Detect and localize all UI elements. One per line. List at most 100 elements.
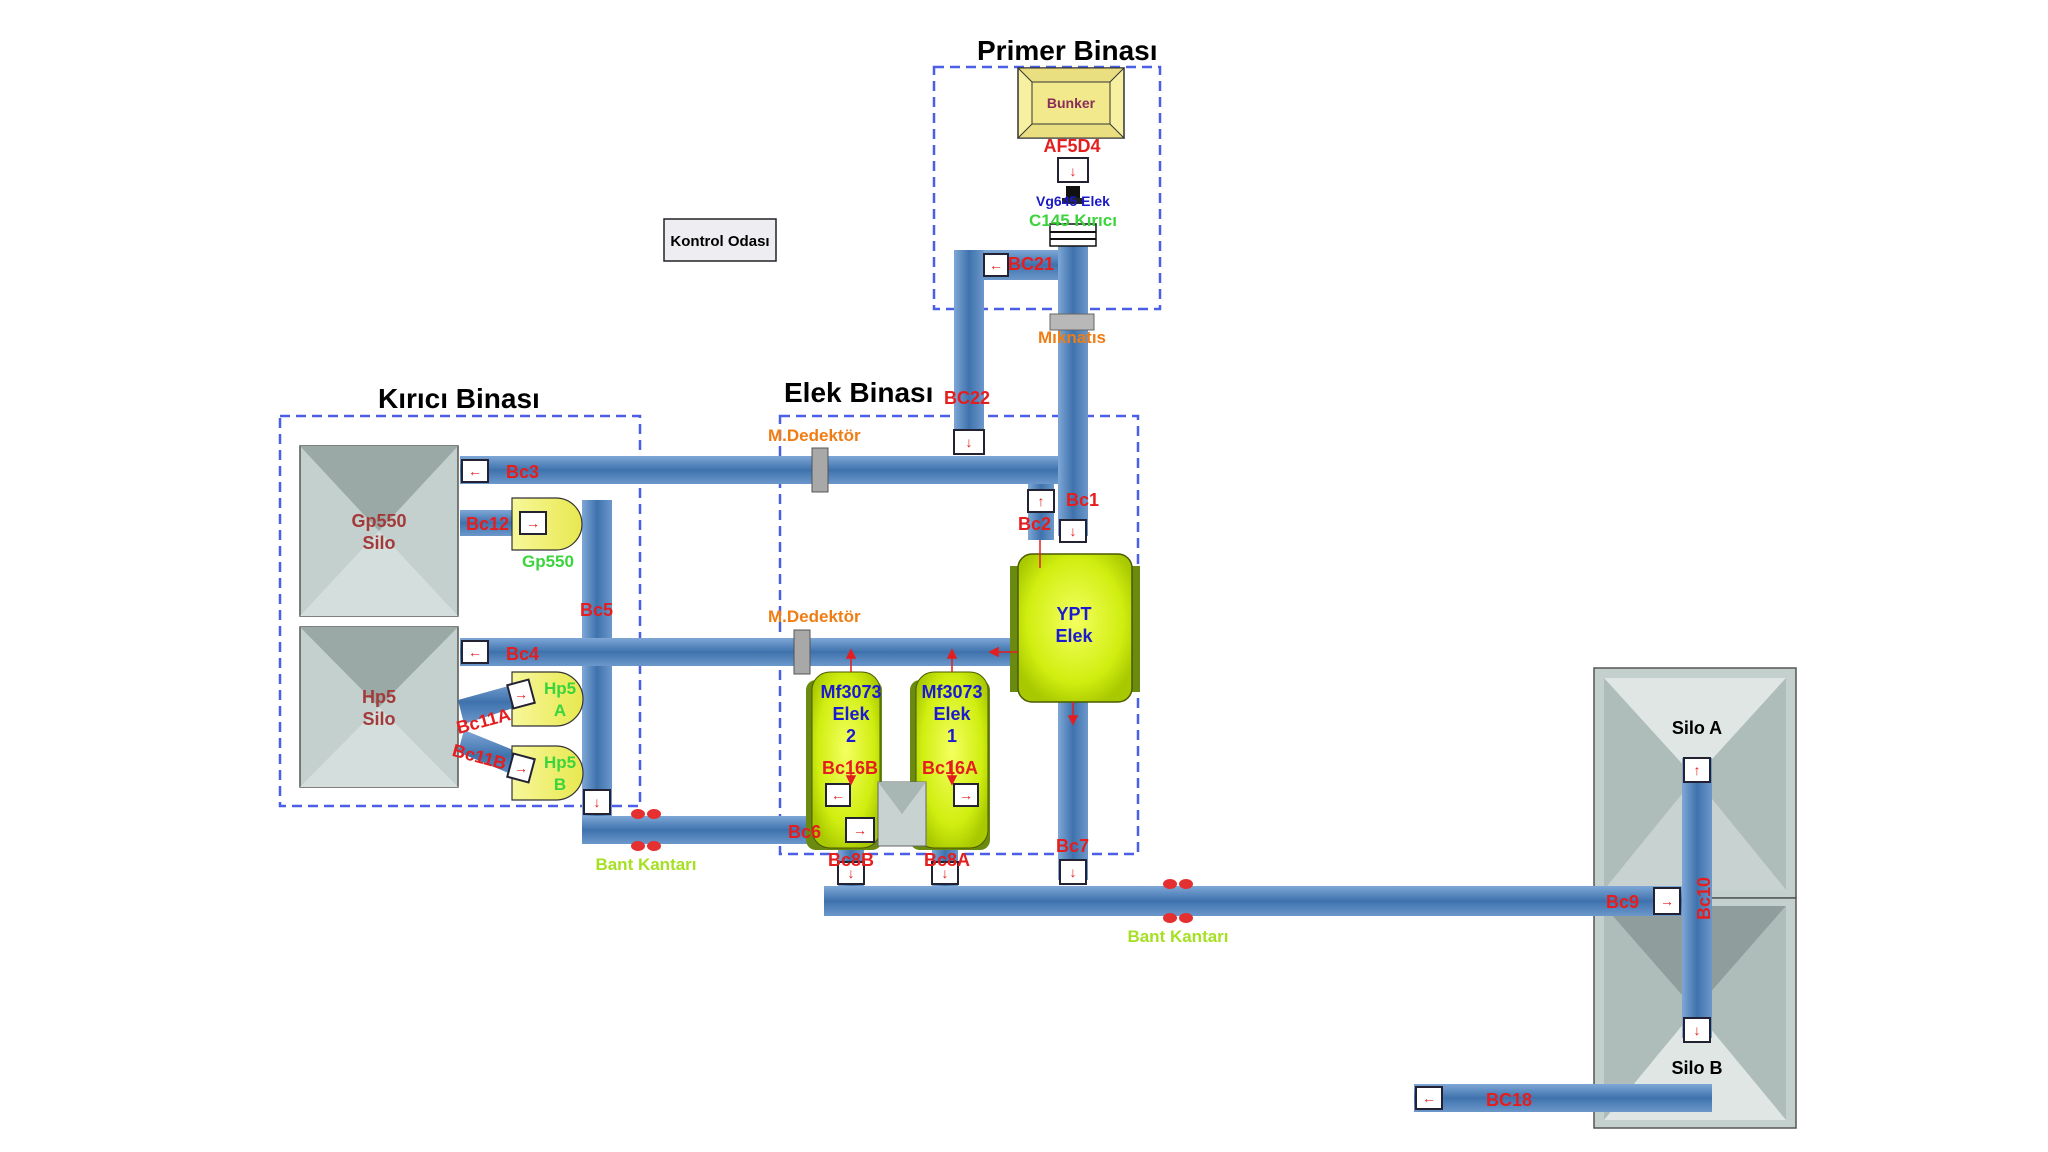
mf1-label-3: 1 [947,726,957,746]
svg-text:←: ← [989,257,1003,273]
hp5-silo[interactable]: Hp5 Silo [299,626,459,788]
conveyor-bc4[interactable] [460,638,1020,666]
bunker-label: Bunker [1047,95,1096,111]
svg-text:↑: ↑ [1694,762,1701,778]
gp550-silo[interactable]: Gp550 Silo [299,445,459,617]
conveyor-bc22[interactable] [954,250,984,450]
bc16b-label: Bc16B [822,758,878,778]
svg-text:↓: ↓ [594,794,601,810]
metal-detector-mid-label: M.Dedektör [768,607,861,626]
belt-scale-2[interactable] [1163,879,1193,923]
bc18-head[interactable]: ← [1415,1086,1443,1110]
bc5-label: Bc5 [580,600,613,620]
bc21-head[interactable]: ← [983,253,1009,277]
bc6-head[interactable]: → [845,817,875,843]
svg-text:→: → [959,787,973,803]
conveyor-bc18[interactable] [1414,1084,1712,1112]
silo-a-label: Silo A [1672,718,1722,738]
hp5-silo-label-2: Silo [362,709,395,729]
bc10-head-top[interactable]: ↑ [1683,757,1711,783]
bc11b-head[interactable]: → [506,752,536,784]
gp550-silo-label-2: Silo [362,533,395,553]
svg-text:←: ← [1422,1090,1436,1106]
primer-building-outline [932,65,1162,311]
mf2-label-3: 2 [846,726,856,746]
bc7-head[interactable]: ↓ [1059,859,1087,885]
bc3-head[interactable]: ← [461,459,489,483]
hp5a-label-2: A [554,701,566,720]
metal-detector-top[interactable] [811,447,829,493]
flow-arrows [845,540,1079,786]
bc22-label: BC22 [944,388,990,408]
svg-text:←: ← [468,644,482,660]
conveyor-bc7[interactable] [1058,700,1088,880]
hp5a-label-1: Hp5 [544,679,576,698]
bc1-label: Bc1 [1066,490,1099,510]
svg-text:←: ← [831,787,845,803]
svg-text:↓: ↓ [942,865,949,881]
bc2-head[interactable]: ↑ [1027,489,1055,513]
metal-detector-mid[interactable] [793,629,811,675]
kirici-building-outline [278,414,642,808]
bc4-label: Bc4 [506,644,539,664]
vg645-screen[interactable] [1062,186,1084,204]
kirici-building-title: Kırıcı Binası [378,383,540,414]
control-room-label: Kontrol Odası [670,233,769,250]
mf1-label-1: Mf3073 [921,682,982,702]
svg-text:↓: ↓ [1070,163,1077,179]
control-room[interactable]: Kontrol Odası [663,218,777,262]
svg-text:↓: ↓ [1694,1022,1701,1038]
hp5-silo-label-1: Hp5 [362,687,396,707]
bc10-label: Bc10 [1694,877,1714,920]
bc4-head[interactable]: ← [461,640,489,664]
svg-text:↑: ↑ [1038,493,1045,509]
bc1-head[interactable]: ↓ [1059,519,1087,543]
bc5-head[interactable]: ↓ [583,789,611,815]
svg-text:→: → [1660,893,1674,909]
gp550-crusher-label: Gp550 [522,552,574,571]
conveyor-bc9[interactable] [824,886,1684,916]
bc9-head[interactable]: → [1653,887,1681,915]
conveyor-bc10[interactable] [1682,758,1712,1038]
bc2-label: Bc2 [1018,514,1051,534]
svg-text:←: ← [468,463,482,479]
conveyor-bc3[interactable] [460,456,1058,484]
vg645-label: Vg645 Elek [1036,193,1110,209]
bc22-head[interactable]: ↓ [953,429,985,455]
bc8b-label: Bc8B [828,850,874,870]
svg-text:↓: ↓ [1070,864,1077,880]
transfer-hopper[interactable] [877,781,927,847]
bc12-label: Bc12 [466,514,509,534]
svg-text:↓: ↓ [1070,523,1077,539]
ypt-label-1: YPT [1056,604,1091,624]
bc8a-label: Bc8A [924,850,970,870]
bc18-label: BC18 [1486,1090,1532,1110]
bc7-label: Bc7 [1056,836,1089,856]
bc8b-head[interactable]: ↓ [837,861,865,885]
bc9-label: Bc9 [1606,892,1639,912]
mf1-label-2: Elek [933,704,971,724]
elek-building-title: Elek Binası [784,377,933,408]
bc8a-head[interactable]: ↓ [931,861,959,885]
c145-crusher[interactable] [1049,223,1097,247]
primer-building-title: Primer Binası [977,35,1158,66]
ypt-screen[interactable]: YPT Elek [1010,553,1140,703]
belt-scale-2-label: Bant Kantarı [1127,927,1228,946]
bc10-head-bottom[interactable]: ↓ [1683,1017,1711,1043]
af5d4-feeder[interactable]: ↓ [1057,157,1089,183]
ypt-label-2: Elek [1055,626,1093,646]
bc16b-head[interactable]: ← [825,783,851,807]
bc11a-head[interactable]: → [506,678,536,710]
svg-text:→: → [526,515,540,531]
bc12-head[interactable]: → [519,511,547,535]
svg-text:→: → [514,686,528,702]
belt-scale-1[interactable] [631,809,661,851]
conveyor-bc1[interactable] [1058,236,1088,536]
miknatis[interactable] [1049,313,1095,331]
metal-detector-top-label: M.Dedektör [768,426,861,445]
bc16a-label: Bc16A [922,758,978,778]
bc16a-head[interactable]: → [953,783,979,807]
bunker[interactable]: Bunker [1016,67,1126,139]
bc21-label: BC21 [1008,254,1054,274]
